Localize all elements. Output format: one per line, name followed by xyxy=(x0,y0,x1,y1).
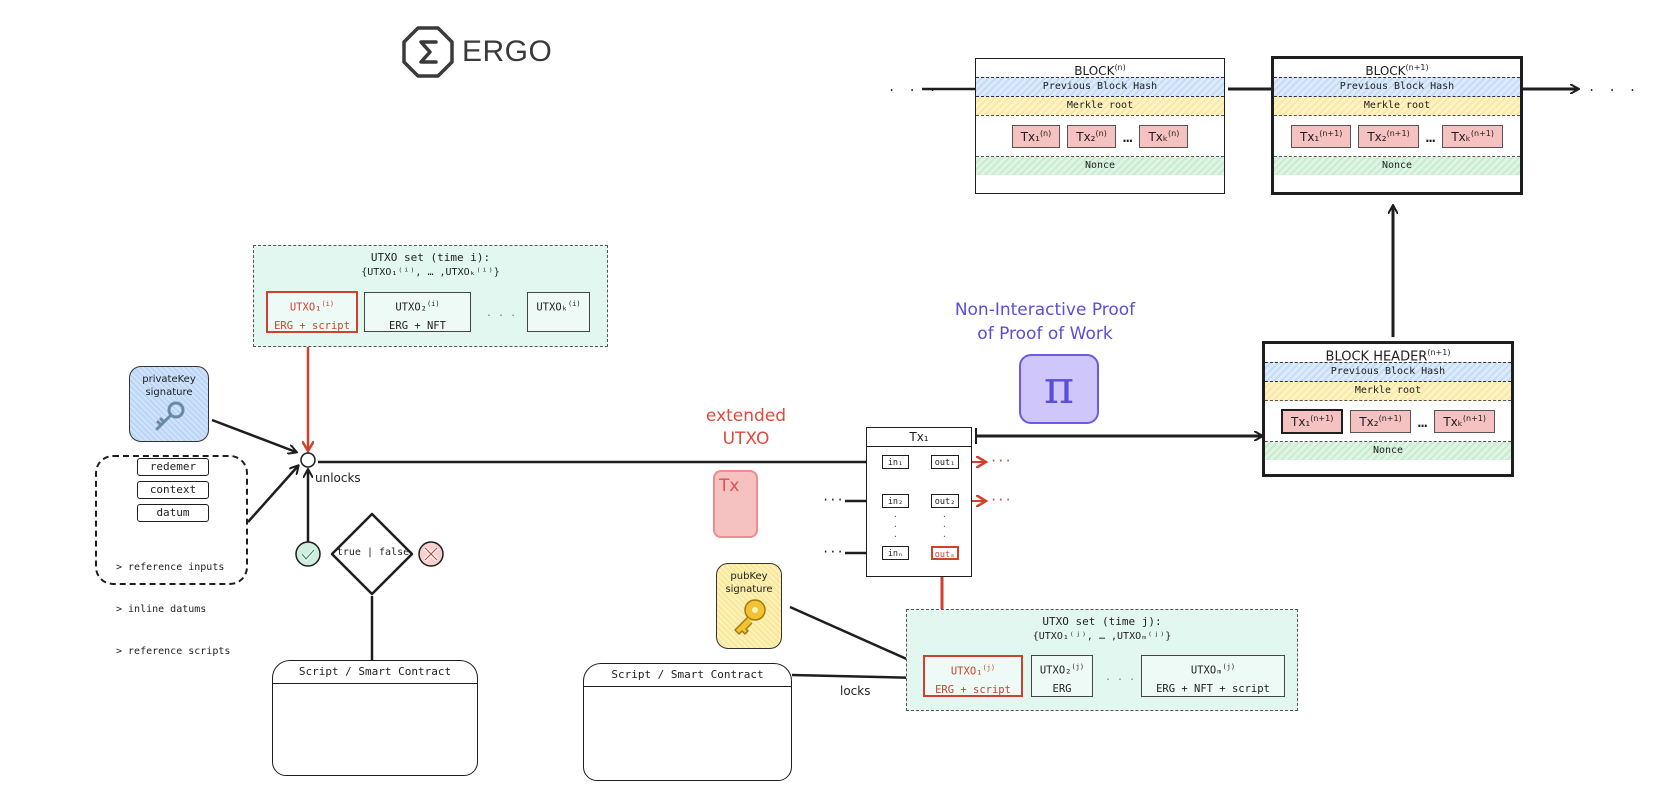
tx-ellipsis: … xyxy=(1122,126,1133,146)
tx-item: Tx₁(n) xyxy=(1011,124,1061,148)
block-n1-transactions: Tx₁(n+1) Tx₂(n+1) … Txₖ(n+1) xyxy=(1274,116,1520,157)
utxo-set-subtitle: {UTXO₁⁽ʲ⁾, … ,UTXOₘ⁽ʲ⁾} xyxy=(1032,631,1172,642)
transaction-context-box xyxy=(95,455,248,585)
context-list-item: > reference inputs xyxy=(116,562,225,573)
input-ellipsis: ··· xyxy=(822,545,844,559)
redeemer-pill: redemer xyxy=(137,458,209,476)
tx-input: in₂ xyxy=(882,494,909,508)
merkle-root: Merkle root xyxy=(1274,97,1520,116)
chain-ellipsis-right: . . . xyxy=(1588,80,1640,94)
tx1-title: Tx₁ xyxy=(867,428,971,447)
nonce: Nonce xyxy=(1265,442,1511,460)
tx-item: Tx₂(n+1) xyxy=(1358,124,1419,148)
block-n-title: BLOCK(n) xyxy=(1074,63,1126,78)
tx-item: Tx₂(n) xyxy=(1067,124,1116,148)
public-key-signature: pubKey signature xyxy=(716,563,782,649)
tx-item: Tx₂(n+1) xyxy=(1350,409,1411,433)
vertical-dots: ··· xyxy=(893,512,898,541)
script-smart-contract-left: Script / Smart Contract xyxy=(272,660,478,776)
tx-item: Tx₁(n+1) xyxy=(1290,124,1352,148)
tx-ellipsis: … xyxy=(1417,411,1428,431)
x-circle-icon xyxy=(418,541,444,567)
extended-utxo-label: extended UTXO xyxy=(705,406,787,449)
extended-utxo-tx-badge: Tx xyxy=(713,470,758,538)
input-ellipsis: ··· xyxy=(822,493,844,507)
context-pill: context xyxy=(137,481,209,499)
decision-label: true | false xyxy=(336,547,410,558)
script-smart-contract-right: Script / Smart Contract xyxy=(583,663,792,781)
block-header-title: BLOCK HEADER(n+1) xyxy=(1325,348,1451,365)
unlock-node xyxy=(300,452,316,468)
nonce: Nonce xyxy=(976,157,1224,175)
nipopow-label: Non-Interactive Proof of Proof of Work xyxy=(954,300,1136,344)
previous-block-hash: Previous Block Hash xyxy=(1265,362,1511,382)
key-icon xyxy=(155,401,185,431)
tx-input: inₙ xyxy=(882,546,909,560)
context-list-item: > reference scripts xyxy=(116,646,231,657)
block-n1-title: BLOCK(n+1) xyxy=(1365,63,1429,78)
utxo-dots: . . . xyxy=(486,308,517,319)
tx-output-highlighted: outₘ xyxy=(931,546,959,560)
tx-output: out₁ xyxy=(931,455,959,469)
script-title: Script / Smart Contract xyxy=(584,664,791,687)
utxo-box-highlighted: UTXO₁(j) ERG + script xyxy=(923,655,1023,697)
context-list-item: > inline datums xyxy=(116,604,207,615)
output-ellipsis: ··· xyxy=(990,493,1012,507)
utxo-set-subtitle: {UTXO₁⁽ⁱ⁾, … ,UTXOₖ⁽ⁱ⁾} xyxy=(361,267,500,278)
previous-block-hash: Previous Block Hash xyxy=(976,77,1224,97)
ergo-logo: ERGO xyxy=(400,24,552,80)
tx-item: Txₖ(n+1) xyxy=(1434,409,1495,433)
block-n: BLOCK(n) Previous Block Hash Merkle root… xyxy=(975,58,1225,194)
vertical-dots: ··· xyxy=(942,512,947,541)
context-list: > reference inputs > inline datums > ref… xyxy=(116,533,230,673)
pi-icon: π xyxy=(1019,354,1099,424)
utxo-set-title: UTXO set (time i): xyxy=(370,251,491,264)
logo-text: ERGO xyxy=(462,35,553,68)
tx-ellipsis: … xyxy=(1425,126,1436,146)
locks-arrow xyxy=(791,675,920,678)
tx-input: in₁ xyxy=(882,455,909,469)
nonce: Nonce xyxy=(1274,157,1520,175)
utxo-set-title: UTXO set (time j): xyxy=(1042,615,1162,628)
tx-item: Txₖ(n) xyxy=(1139,124,1189,148)
utxo-box-highlighted: UTXO₁(i) ERG + script xyxy=(266,291,358,333)
block-n-plus-1: BLOCK(n+1) Previous Block Hash Merkle ro… xyxy=(1271,56,1523,195)
tx-item: Txₖ(n+1) xyxy=(1442,124,1503,148)
script-title: Script / Smart Contract xyxy=(273,661,477,684)
utxo-box: UTXO₂(j) ERG xyxy=(1031,655,1093,697)
check-circle-icon xyxy=(295,541,321,567)
locks-label: locks xyxy=(840,684,871,698)
key-icon xyxy=(734,599,766,635)
block-header-transactions: Tx₁(n+1) Tx₂(n+1) … Txₖ(n+1) xyxy=(1265,401,1511,442)
utxo-set-time-i: UTXO set (time i): {UTXO₁⁽ⁱ⁾, … ,UTXOₖ⁽ⁱ… xyxy=(253,245,608,347)
datum-pill: datum xyxy=(137,504,209,522)
utxo-set-time-j: UTXO set (time j): {UTXO₁⁽ʲ⁾, … ,UTXOₘ⁽ʲ… xyxy=(906,609,1298,711)
tx-output: out₂ xyxy=(931,494,959,508)
output-ellipsis: ··· xyxy=(990,454,1012,468)
sigma-octagon-icon xyxy=(402,26,454,78)
previous-block-hash: Previous Block Hash xyxy=(1274,77,1520,97)
private-key-signature: privateKey signature xyxy=(129,366,209,442)
block-n-transactions: Tx₁(n) Tx₂(n) … Txₖ(n) xyxy=(976,116,1224,157)
utxo-box: UTXOₖ(i) xyxy=(527,292,590,332)
block-header: BLOCK HEADER(n+1) Previous Block Hash Me… xyxy=(1262,341,1514,477)
tx-item-highlighted: Tx₁(n+1) xyxy=(1280,408,1344,434)
merkle-root: Merkle root xyxy=(1265,382,1511,401)
chain-ellipsis-left: . . . xyxy=(888,80,940,94)
unlocks-label: unlocks xyxy=(315,471,361,485)
utxo-box: UTXOₘ(j) ERG + NFT + script xyxy=(1141,655,1285,697)
transaction-tx1: Tx₁ in₁ in₂ inₙ out₁ out₂ outₘ ··· ··· xyxy=(866,427,972,577)
utxo-dots: . . . xyxy=(1105,672,1136,683)
merkle-root: Merkle root xyxy=(976,97,1224,116)
utxo-box: UTXO₂(i) ERG + NFT xyxy=(364,292,471,332)
